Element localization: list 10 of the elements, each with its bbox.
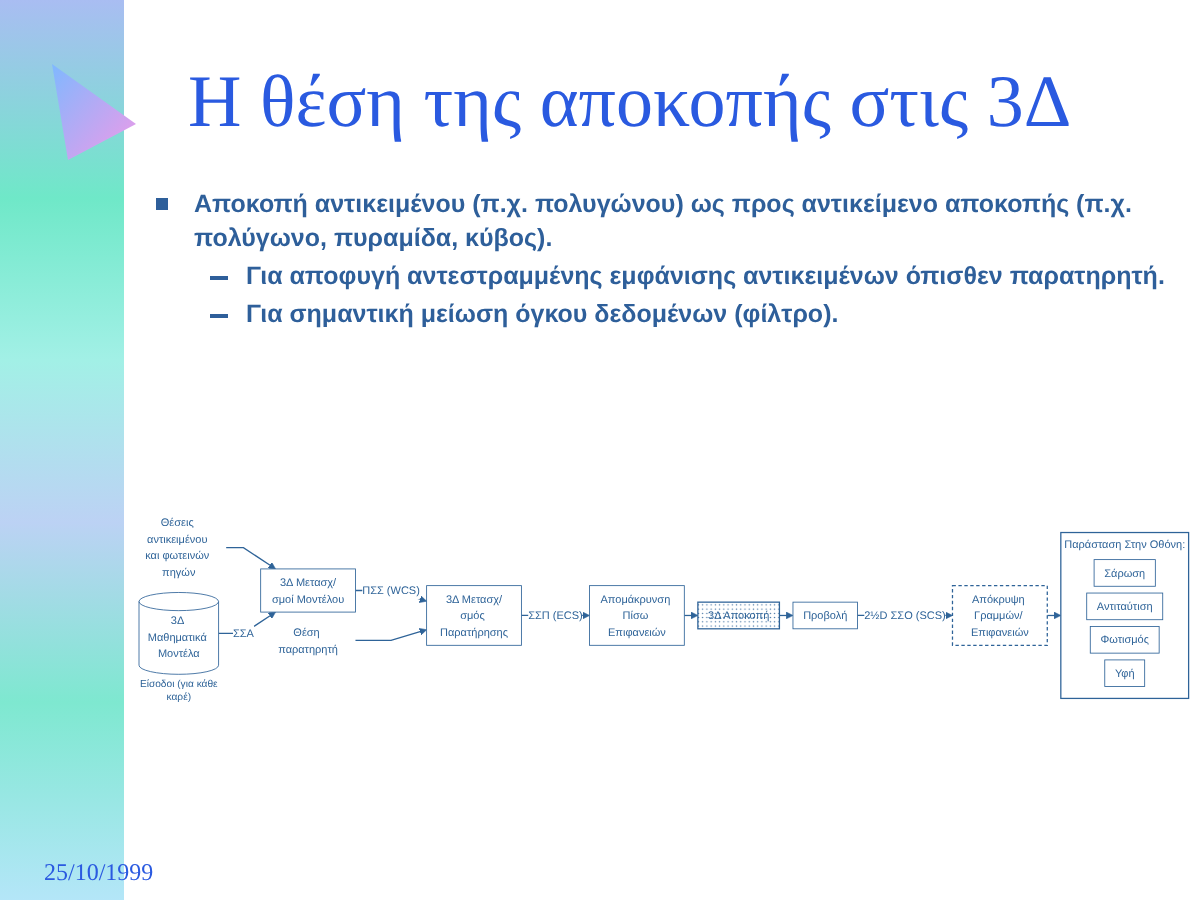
sub-bullet-text: Για αποφυγή αντεστραμμένης εμφάνισης αντικειμένων όπισθεν παρατηρητή. [246,260,1165,294]
bullet-text: Αποκοπή αντικειμένου (π.χ. πολυγώνου) ως προς αντικείμενο αποκοπής (π.χ. πολύγωνο, πυραμίδα, κύβος). [194,188,1134,256]
sub-bullet-text: Για σημαντική μείωση όγκου δεδομένων (φίλτρο). [246,298,839,332]
arrow [683,611,699,620]
arrow [778,611,794,620]
arrow [225,547,276,570]
slide-title: Η θέση της αποκοπής στις 3Δ [188,60,1072,148]
arrow [1046,611,1062,620]
arrow [354,628,427,642]
arrow [217,611,276,635]
